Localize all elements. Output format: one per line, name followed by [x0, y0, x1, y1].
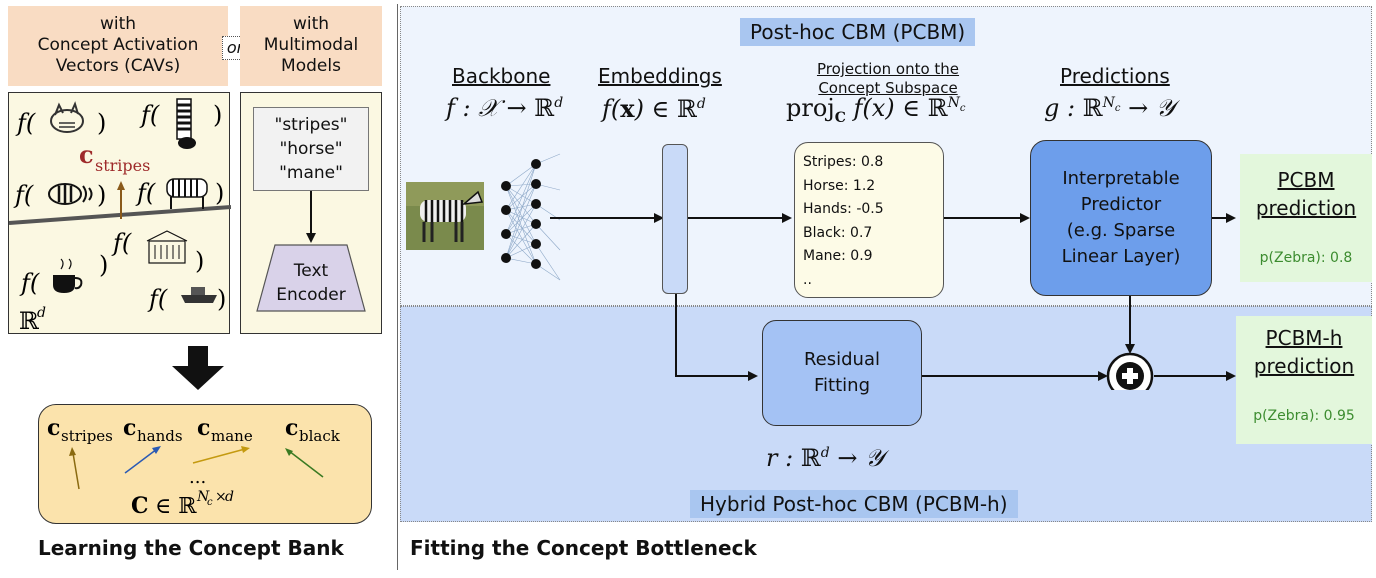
projection-label: Projection onto the Concept Subspace: [816, 60, 960, 97]
svg-text:f(: f(: [135, 179, 156, 207]
pcbm-title: Post-hoc CBM (PCBM): [740, 18, 976, 46]
predictions-label: Predictions: [1060, 64, 1170, 88]
svg-text:black: black: [299, 427, 341, 445]
text-encoder-shape: [256, 244, 366, 312]
svg-text:c: c: [197, 415, 210, 441]
concept-score: Hands: -0.5: [803, 201, 884, 217]
neural-network-icon: [505, 153, 561, 281]
svg-text:): ): [213, 101, 222, 129]
multimodal-panel: "stripes" "horse" "mane" Text Encoder: [240, 92, 382, 334]
zebra-photo-image: [406, 182, 484, 250]
concept-score: ..: [803, 271, 812, 288]
svg-text:f(: f(: [139, 101, 160, 129]
svg-text:mane: mane: [211, 427, 253, 445]
embedding-vector: [662, 144, 688, 294]
svg-text:f(: f(: [15, 109, 36, 137]
svg-text:): ): [99, 251, 108, 279]
concept-word: "stripes": [274, 115, 348, 135]
concept-score: Stripes: 0.8: [803, 154, 884, 170]
svg-text:d: d: [37, 305, 46, 321]
hybrid-title: Hybrid Post-hoc CBM (PCBM-h): [690, 490, 1018, 518]
svg-text:N: N: [196, 489, 210, 505]
svg-text:c: c: [123, 415, 136, 441]
pcbm-prediction-title: PCBM prediction: [1255, 168, 1357, 220]
c-stripes-label: stripes: [95, 156, 150, 175]
svg-text:): ): [97, 109, 106, 137]
svg-text:): ): [217, 285, 226, 313]
real-space-symbol: ℝ: [19, 307, 40, 335]
predictor-formula: g : ℝNc → 𝒴: [1044, 94, 1175, 122]
cav-panel: f( ) f( ) c stripes f( ) f( ) f( ) f( ) …: [8, 92, 231, 335]
svg-text:hands: hands: [137, 427, 183, 445]
building-icon: [146, 230, 188, 264]
concept-words-box: "stripes" "horse" "mane": [253, 107, 369, 191]
pcbmh-prediction-value: p(Zebra): 0.95: [1253, 408, 1355, 424]
concept-score: Black: 0.7: [803, 224, 873, 241]
bank-title: Learning the Concept Bank: [38, 536, 344, 560]
svg-text:C: C: [131, 493, 149, 519]
interpretable-predictor: Interpretable Predictor (e.g. Sparse Lin…: [1030, 140, 1212, 296]
embeddings-label: Embeddings: [598, 64, 722, 88]
svg-text:f(: f(: [111, 229, 132, 257]
svg-text:f(: f(: [147, 285, 168, 313]
down-arrow-icon: [172, 346, 224, 390]
backbone-formula: f : 𝒳 → ℝd: [446, 94, 564, 122]
concept-score: Horse: 1.2: [803, 177, 876, 194]
section-divider: [397, 4, 398, 570]
section-title: Fitting the Concept Bottleneck: [410, 536, 757, 560]
svg-text:c: c: [47, 415, 60, 441]
text-encoder-label: Text Encoder: [276, 261, 346, 305]
fish-icon: [48, 183, 93, 205]
zebra-sketch-icon: [166, 178, 208, 209]
svg-text:): ): [195, 247, 204, 275]
svg-text:×: ×: [215, 489, 227, 505]
backbone-label: Backbone: [452, 64, 551, 88]
svg-text:): ): [97, 181, 106, 209]
pcbm-prediction: PCBM prediction p(Zebra): 0.8: [1240, 154, 1372, 282]
embedding-formula: f(x) ∈ ℝd: [602, 94, 706, 123]
striped-sock-icon: [176, 98, 196, 149]
svg-text:c: c: [285, 415, 298, 441]
svg-text:d: d: [225, 489, 234, 505]
cat-icon: [50, 101, 84, 133]
concept-word: "horse": [279, 139, 343, 159]
pcbm-prediction-value: p(Zebra): 0.8: [1259, 250, 1353, 266]
concept-score: Mane: 0.9: [803, 248, 873, 264]
svg-text:f(: f(: [13, 181, 34, 209]
projection-formula: projC f(x) ∈ ℝNc: [786, 94, 966, 126]
cav-header: with Concept Activation Vectors (CAVs): [8, 6, 228, 86]
svg-text:stripes: stripes: [61, 427, 113, 445]
ship-icon: [181, 287, 217, 303]
svg-text:c: c: [207, 497, 213, 508]
concept-word: "mane": [279, 163, 343, 183]
cav-illustration: f( ) f( ) c stripes f( ) f( ) f( ) f( ) …: [9, 98, 231, 335]
svg-text:...: ...: [189, 467, 206, 488]
svg-text:f(: f(: [19, 269, 40, 297]
coffee-cup-icon: [53, 258, 83, 293]
svg-text:∈ ℝ: ∈ ℝ: [155, 494, 197, 519]
plus-icon: [1106, 352, 1154, 390]
svg-text:): ): [215, 179, 224, 207]
pcbmh-prediction: PCBM-h prediction p(Zebra): 0.95: [1236, 316, 1372, 444]
pcbmh-prediction-title: PCBM-h prediction: [1253, 326, 1355, 378]
flow-diagram: [406, 153, 1236, 390]
concept-scores-box: Stripes: 0.8 Horse: 1.2 Hands: -0.5 Blac…: [794, 142, 944, 298]
svg-text:c: c: [79, 140, 94, 169]
residual-formula: r : ℝd → 𝒴: [766, 444, 884, 472]
residual-fitting: Residual Fitting: [762, 320, 922, 426]
mm-header: with Multimodal Models: [240, 6, 382, 86]
